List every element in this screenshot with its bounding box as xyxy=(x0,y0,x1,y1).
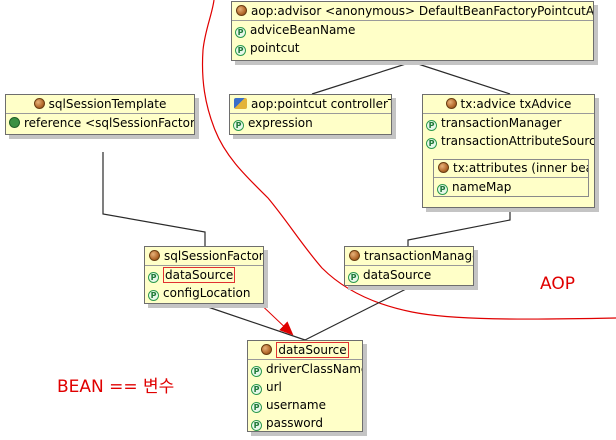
property-name: password xyxy=(266,416,323,430)
property-icon: P xyxy=(233,120,244,131)
node-aop-advisor[interactable]: aop:advisor <anonymous> DefaultBeanFacto… xyxy=(231,1,594,61)
bean-icon xyxy=(261,344,273,355)
bean-icon xyxy=(445,98,457,109)
edge-advisor-txadvice xyxy=(411,61,511,95)
node-header: aop:pointcut controllerTx xyxy=(230,95,391,114)
property-icon: P xyxy=(235,45,246,56)
pointcut-icon xyxy=(234,98,247,109)
bean-icon xyxy=(149,250,160,261)
node-header: tx:advice txAdvice xyxy=(423,95,594,114)
property-name: configLocation xyxy=(163,286,251,300)
inner-title: tx:attributes (inner bean) xyxy=(453,161,588,175)
edge-template-factory xyxy=(102,152,206,246)
node-header: transactionManager xyxy=(345,247,473,266)
edge-manager-datasource xyxy=(304,287,409,341)
property-name: adviceBeanName xyxy=(250,23,356,37)
property-name: transactionManager xyxy=(441,116,562,130)
property-name: pointcut xyxy=(250,41,300,55)
node-title-highlighted: dataSource xyxy=(276,342,349,358)
bean-icon xyxy=(236,5,247,16)
property-icon: P xyxy=(251,420,262,431)
property-icon: P xyxy=(251,402,262,413)
property-name: nameMap xyxy=(452,180,512,194)
bean-icon xyxy=(349,250,360,261)
edge-txadvice-manager xyxy=(407,208,511,246)
node-sql-session-template[interactable]: sqlSessionTemplate reference <sqlSession… xyxy=(5,94,195,135)
node-header: dataSource xyxy=(248,341,362,360)
property-name: username xyxy=(266,398,326,412)
property-icon: P xyxy=(251,384,262,395)
node-title: aop:advisor <anonymous> DefaultBeanFacto… xyxy=(251,4,593,18)
reference-name: reference <sqlSessionFactory> xyxy=(24,116,194,130)
edge-advisor-pointcut xyxy=(311,61,413,95)
node-title: tx:advice txAdvice xyxy=(460,97,572,111)
bean-icon xyxy=(438,162,449,173)
property-icon: P xyxy=(235,27,246,38)
node-header: aop:advisor <anonymous> DefaultBeanFacto… xyxy=(232,2,593,21)
property-name: dataSource xyxy=(363,268,432,282)
inner-header: tx:attributes (inner bean) xyxy=(434,160,588,178)
property-icon: P xyxy=(437,184,448,195)
property-icon: P xyxy=(251,366,262,377)
node-header: sqlSessionFactory xyxy=(145,247,263,266)
property-name: transactionAttributeSource xyxy=(441,134,594,148)
aop-annotation: AOP xyxy=(540,274,575,294)
property-icon: P xyxy=(148,290,159,301)
node-title: aop:pointcut controllerTx xyxy=(251,97,391,111)
property-icon: P xyxy=(348,272,359,283)
property-icon: P xyxy=(426,138,437,149)
bean-annotation: BEAN == 변수 xyxy=(57,377,175,397)
edge-factory-datasource xyxy=(204,305,306,341)
property-name: expression xyxy=(248,116,313,130)
property-icon: P xyxy=(426,120,437,131)
node-title: transactionManager xyxy=(364,249,473,263)
reference-icon xyxy=(9,117,20,128)
property-name-highlighted: dataSource xyxy=(163,267,236,283)
property-name: url xyxy=(266,380,282,394)
property-name: driverClassName xyxy=(266,362,362,376)
bean-icon xyxy=(33,98,45,109)
node-title: sqlSessionTemplate xyxy=(48,97,167,111)
node-header: sqlSessionTemplate xyxy=(6,95,194,114)
property-icon: P xyxy=(148,272,159,283)
node-title: sqlSessionFactory xyxy=(164,249,263,263)
reference-row: reference <sqlSessionFactory> xyxy=(6,114,194,132)
